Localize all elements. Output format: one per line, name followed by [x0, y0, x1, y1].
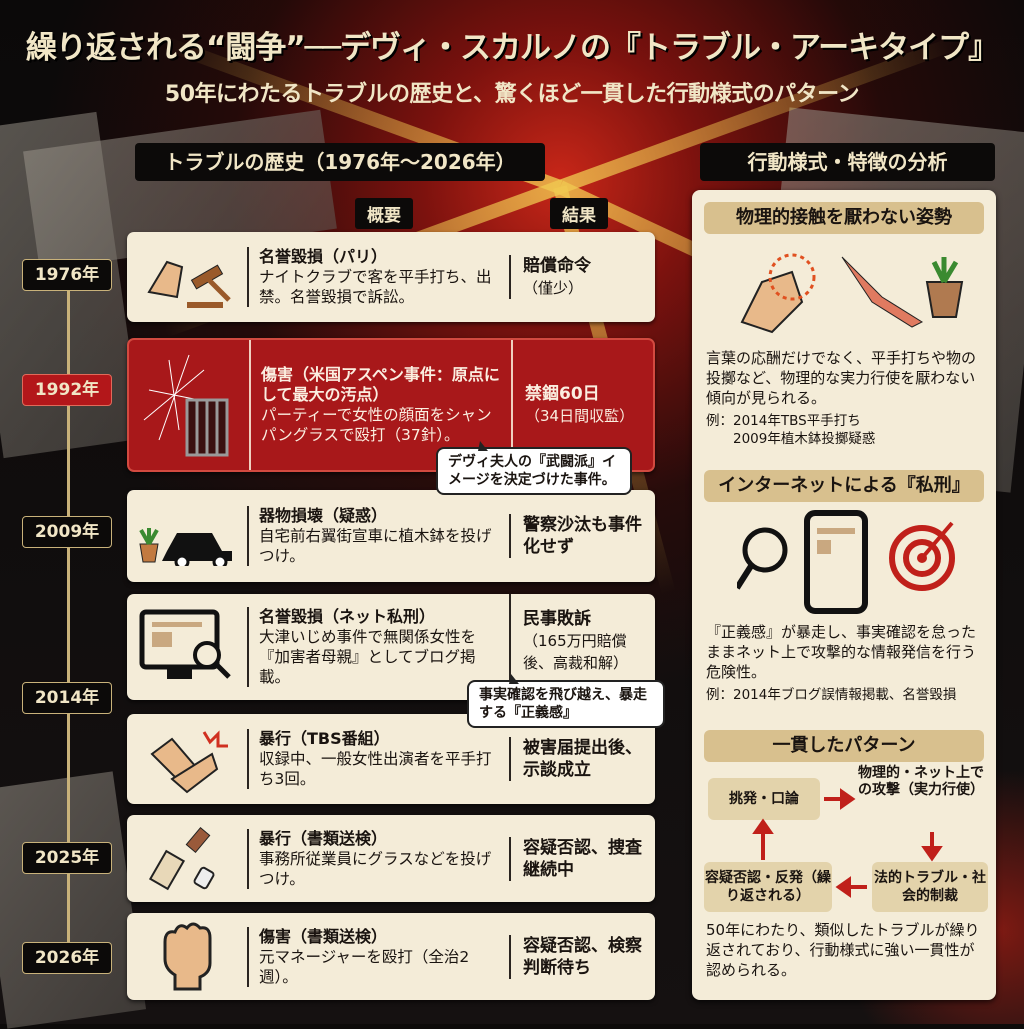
- event-desc: 元マネージャーを殴打（全治2週）。: [259, 947, 470, 986]
- pattern-section-title: 一貫したパターン: [704, 730, 984, 762]
- broken-glass-jail-icon: [129, 350, 249, 460]
- event-result: 禁錮60日: [525, 384, 600, 404]
- year-label: 1976年: [22, 259, 112, 291]
- event-result: 警察沙汰も事件化せず: [523, 515, 642, 557]
- event-result: 容疑否認、検察判断待ち: [523, 935, 642, 978]
- event-title: 名誉毀損（パリ）: [259, 247, 388, 266]
- year-label: 1992年: [22, 374, 112, 406]
- year-label: 2009年: [22, 516, 112, 548]
- history-header: トラブルの歴史（1976年〜2026年）: [135, 143, 545, 181]
- callout-2014: 事実確認を飛び越え、暴走する『正義感』: [467, 674, 665, 728]
- event-result-note: （34日間収監）: [525, 407, 635, 425]
- event-card-2009: 器物損壊（疑惑） 自宅前右翼街宣車に植木鉢を投げつけ。 警察沙汰も事件化せず: [127, 490, 655, 582]
- callout-1992: デヴィ夫人の『武闘派』イメージを決定づけた事件。: [436, 441, 632, 495]
- pattern-step-denial: 容疑否認・反発（繰り返される）: [704, 862, 832, 912]
- physical-example-2: 2009年植木鉢投擲疑惑: [733, 431, 876, 447]
- event-card-2026: 傷害（書類送検）元マネージャーを殴打（全治2週）。 容疑否認、検察判断待ち: [127, 913, 655, 1000]
- event-card-2025: 暴行（書類送検）事務所従業員にグラスなどを投げつけ。 容疑否認、捜査継続中: [127, 815, 655, 902]
- page-subtitle: 50年にわたるトラブルの歴史と、驚くほど一貫した行動様式のパターン: [164, 82, 860, 107]
- event-card-tbs: 暴行（TBS番組） 収録中、一般女性出演者を平手打ち3回。 被害届提出後、示談成立: [127, 714, 655, 804]
- result-column-header: 結果: [550, 198, 608, 229]
- physical-section-title: 物理的接触を厭わない姿勢: [704, 202, 984, 234]
- event-result: 民事敗訴: [523, 609, 591, 629]
- event-result-note: （僅少）: [523, 279, 584, 297]
- event-desc: 自宅前右翼街宣車に植木鉢を投げつけ。: [259, 527, 492, 565]
- event-title: 傷害（書類送検）: [259, 926, 388, 946]
- slap-gavel-icon: [127, 242, 247, 312]
- event-title: 暴行（書類送検）: [259, 828, 388, 848]
- timeline-line: [67, 280, 70, 960]
- event-title: 傷害（米国アスペン事件：原点にして最大の汚点）: [261, 365, 500, 404]
- magnifier-phone-target-icon: [734, 508, 967, 622]
- year-label: 2014年: [22, 682, 112, 714]
- event-result: 被害届提出後、示談成立: [523, 738, 642, 780]
- thrown-objects-icon: [127, 824, 247, 894]
- pattern-step-legal-trouble: 法的トラブル・社会的制裁: [872, 862, 988, 912]
- year-label: 2026年: [22, 942, 112, 974]
- year-label: 2025年: [22, 842, 112, 874]
- event-title: 暴行（TBS番組）: [259, 729, 390, 748]
- pattern-conclusion: 50年にわたり、類似したトラブルが繰り返されており、行動様式に強い一貫性が認めら…: [706, 921, 980, 979]
- page-title: 繰り返される“闘争”──デヴィ・スカルノの『トラブル・アーキタイプ』: [25, 30, 999, 66]
- monitor-magnifier-icon: [127, 607, 247, 687]
- internet-section-title: インターネットによる『私刑』: [704, 470, 984, 502]
- event-desc: 大津いじめ事件で無関係女性を『加害者母親』としてブログ掲載。: [259, 628, 477, 686]
- summary-column-header: 概要: [355, 198, 413, 229]
- analysis-header: 行動様式・特徴の分析: [700, 143, 995, 181]
- internet-text: 『正義感』が暴走し、事実確認を怠ったままネット上で攻撃的な情報発信を行う危険性。: [706, 623, 977, 681]
- event-desc: 事務所従業員にグラスなどを投げつけ。: [259, 849, 492, 888]
- analysis-panel: 物理的接触を厭わない姿勢 言葉の応酬だけでなく、平手打ちや物の投擲など、物理的な…: [692, 190, 996, 1000]
- event-title: 器物損壊（疑惑）: [259, 506, 388, 525]
- event-card-1976: 名誉毀損（パリ） ナイトクラブで客を平手打ち、出禁。名誉毀損で訴訟。 賠償命令 （僅…: [127, 232, 655, 322]
- plant-pot-car-icon: [127, 506, 247, 566]
- physical-example-1: 例：2014年TBS平手打ち: [706, 413, 861, 429]
- event-desc: ナイトクラブで客を平手打ち、出禁。名誉毀損で訴訟。: [259, 268, 492, 306]
- event-result-note: （165万円賠償後、高裁和解）: [523, 632, 629, 672]
- slap-hands-icon: [127, 724, 247, 794]
- pattern-cycle-arrows: [752, 788, 943, 898]
- event-result: 賠償命令: [523, 256, 591, 276]
- pattern-step-attack: 物理的・ネット上での攻撃（実力行使）: [858, 765, 984, 798]
- event-desc: 収録中、一般女性出演者を平手打ち3回。: [259, 750, 492, 788]
- internet-example: 例：2014年ブログ誤情報掲載、名誉毀損: [706, 687, 957, 703]
- pattern-step-provocation: 挑発・口論: [708, 778, 820, 820]
- slap-throw-pot-icon: [722, 242, 972, 346]
- event-result: 容疑否認、捜査継続中: [523, 837, 642, 880]
- physical-text: 言葉の応酬だけでなく、平手打ちや物の投擲など、物理的な実力行使を厭わない傾向が見…: [706, 349, 977, 407]
- event-title: 名誉毀損（ネット私刑）: [259, 607, 436, 626]
- fist-icon: [127, 922, 247, 992]
- event-desc: パーティーで女性の顔面をシャンパングラスで殴打（37針）。: [261, 406, 492, 444]
